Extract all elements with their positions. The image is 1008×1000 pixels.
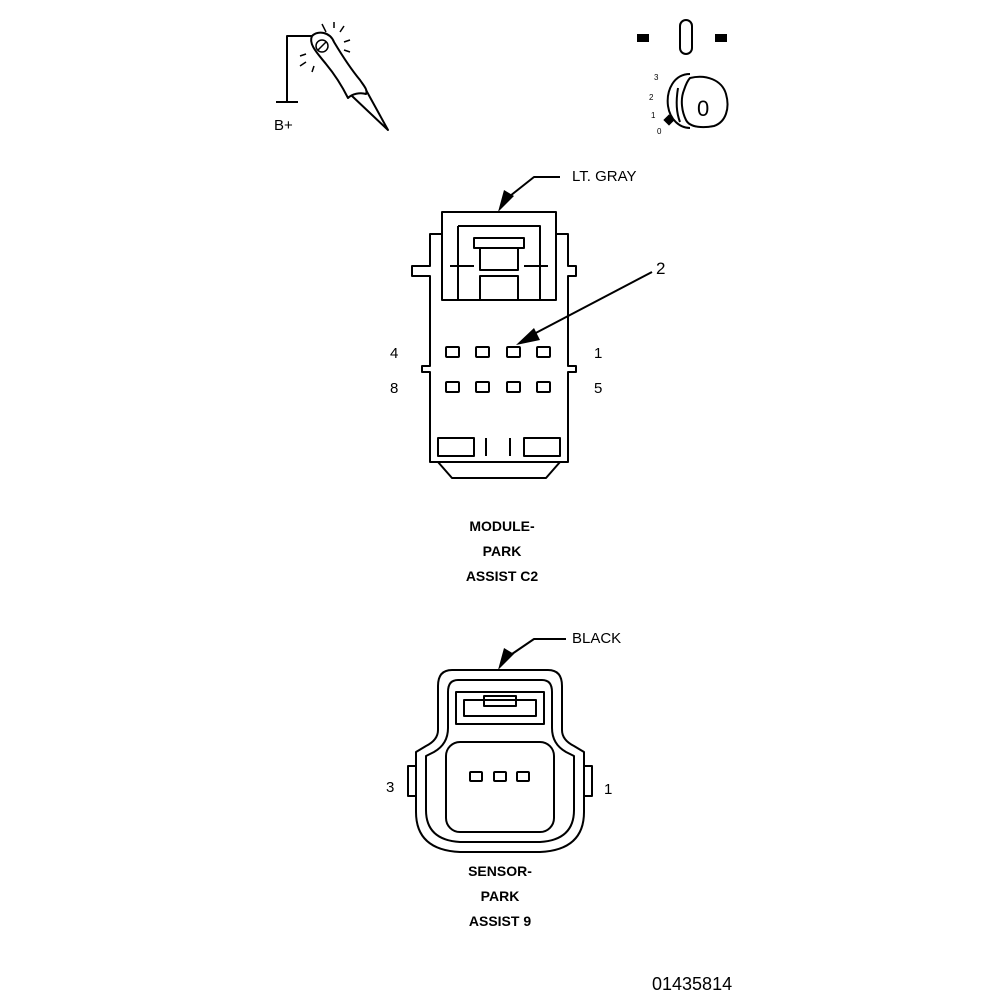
figure-id: 01435814 [652, 974, 732, 994]
module-caption-line-3: ASSIST C2 [466, 568, 539, 584]
module-pin-1 [536, 346, 551, 358]
ignition-switch-key-icon [637, 19, 729, 129]
test-light-probe-icon [276, 22, 389, 131]
module-pin-label-4: 4 [390, 345, 398, 362]
sensor-caption-line-1: SENSOR- [468, 863, 532, 879]
battery-label: B+ [274, 117, 293, 134]
module-pin-7 [475, 381, 490, 393]
module-pin-8 [445, 381, 460, 393]
sensor-pin-label-3: 3 [386, 779, 394, 796]
module-pin-label-1: 1 [594, 345, 602, 362]
sensor-pin-1 [516, 771, 530, 782]
ignition-position-0: 0 [657, 127, 662, 136]
sensor-caption-line-2: PARK [481, 888, 520, 904]
module-pin-label-8: 8 [390, 380, 398, 397]
ignition-position-1: 1 [651, 111, 656, 120]
module-pin-4 [445, 346, 460, 358]
sensor-caption-line-3: ASSIST 9 [469, 913, 531, 929]
module-pin-5 [536, 381, 551, 393]
sensor-pin-label-1: 1 [604, 781, 612, 798]
module-caption-line-2: PARK [483, 543, 522, 559]
module-pin-2 [506, 346, 521, 358]
sensor-connector-body [407, 638, 593, 853]
module-color-label: LT. GRAY [572, 168, 636, 185]
sensor-pin-3 [469, 771, 483, 782]
ignition-key-label: 0 [697, 96, 709, 121]
module-pin-3 [475, 346, 490, 358]
module-pin-label-5: 5 [594, 380, 602, 397]
module-caption-line-1: MODULE- [469, 518, 535, 534]
ignition-position-3: 3 [654, 73, 659, 82]
module-connector-body [411, 176, 577, 479]
ignition-position-2: 2 [649, 93, 654, 102]
module-connector-pins [445, 346, 551, 393]
sensor-pin-2 [493, 771, 507, 782]
sensor-connector-pins [469, 771, 530, 782]
callout-2-arrow [516, 271, 653, 345]
sensor-color-label: BLACK [572, 630, 621, 647]
callout-number: 2 [656, 259, 665, 278]
module-pin-6 [506, 381, 521, 393]
